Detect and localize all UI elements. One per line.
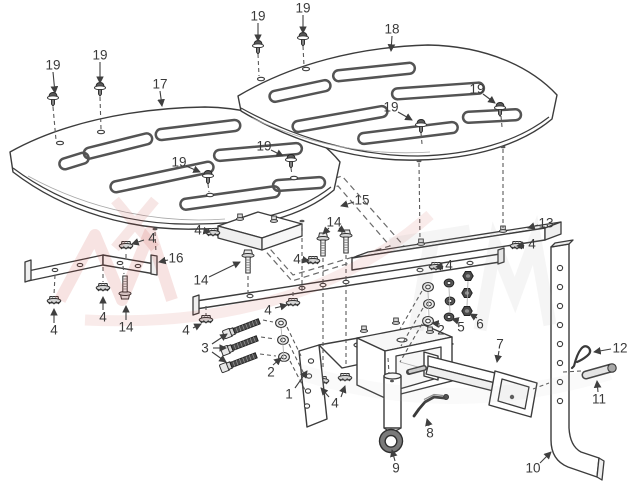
callout-label-part-4: 4 — [293, 252, 301, 267]
callout-leader — [211, 351, 227, 363]
callout-label-part-12: 12 — [612, 341, 627, 356]
callout-label-part-19: 19 — [250, 9, 265, 24]
callout-label-part-8: 8 — [426, 426, 434, 441]
assembly-dashed-lines — [52, 45, 582, 391]
hex-bolts-3 — [218, 316, 262, 374]
callout-label-part-5: 5 — [457, 320, 465, 335]
hitch-bar-10 — [550, 239, 605, 481]
callout-label-part-4: 4 — [445, 258, 453, 273]
callout-leader — [593, 380, 602, 393]
lock-washers-5 — [443, 278, 456, 322]
callout-label-part-11: 11 — [592, 392, 606, 407]
hex-nuts-6 — [461, 271, 474, 316]
callout-label-part-16: 16 — [168, 251, 183, 266]
bent-pin-clip-8 — [412, 393, 449, 418]
callout-leader — [157, 90, 165, 107]
callout-leader — [185, 165, 201, 173]
callout-leader — [340, 200, 355, 208]
callout-label-part-4: 4 — [148, 231, 156, 246]
callout-label-part-6: 6 — [476, 317, 484, 332]
callout-leader — [593, 347, 612, 355]
l-bracket-16 — [24, 254, 158, 283]
flat-washers-2 — [275, 281, 435, 363]
callout-leader — [294, 370, 308, 389]
callout-leader — [397, 111, 413, 121]
callout-label-part-4: 4 — [264, 303, 272, 318]
callout-leader — [539, 451, 552, 464]
callout-label-part-4: 4 — [50, 323, 58, 338]
callout-leader — [482, 93, 496, 104]
callout-label-part-10: 10 — [525, 461, 540, 476]
callout-label-part-4: 4 — [99, 310, 107, 325]
callout-leader — [425, 418, 433, 427]
hitch-pin-9 — [378, 372, 404, 454]
skid-plate-18 — [237, 44, 558, 163]
callout-leader — [494, 350, 502, 363]
callout-leader — [158, 256, 169, 265]
callout-leader — [322, 226, 331, 235]
callout-label-part-4: 4 — [182, 323, 190, 338]
callout-leader — [451, 317, 460, 325]
callout-label-part-4: 4 — [331, 396, 339, 411]
callout-label-part-19: 19 — [256, 139, 271, 154]
hairpin-clip-12 — [570, 345, 592, 370]
callout-label-part-14: 14 — [326, 215, 342, 230]
support-bracket — [217, 211, 303, 251]
callout-label-part-19: 19 — [383, 100, 398, 115]
callout-leader — [202, 226, 211, 235]
callout-leader — [131, 238, 145, 246]
callout-leader — [339, 385, 347, 398]
callout-leader — [208, 261, 241, 278]
callout-leader — [211, 333, 228, 345]
callout-label-part-14: 14 — [118, 320, 134, 335]
callout-label-part-14: 14 — [193, 273, 209, 288]
callout-leader — [387, 35, 396, 52]
callout-label-part-1: 1 — [285, 387, 293, 402]
callout-label-part-17: 17 — [152, 77, 167, 92]
callout-leader — [270, 149, 284, 157]
callout-label-part-2: 2 — [267, 365, 275, 380]
callout-label-part-19: 19 — [45, 58, 60, 73]
callout-leader — [431, 320, 441, 328]
callout-label-part-2: 2 — [437, 323, 445, 338]
callout-leader — [337, 225, 346, 233]
callout-leader — [516, 241, 525, 249]
skid-plate-17 — [9, 106, 341, 231]
callout-label-part-9: 9 — [392, 461, 400, 476]
callout-label-part-19: 19 — [92, 48, 107, 63]
callout-leader — [50, 71, 59, 94]
callout-label-part-19: 19 — [171, 155, 186, 170]
callout-label-part-19: 19 — [295, 1, 310, 16]
watermark — [54, 196, 613, 404]
callout-leader — [469, 313, 478, 321]
callout-label-part-4: 4 — [194, 223, 202, 238]
callout-leader — [301, 255, 310, 264]
callout-leader — [527, 222, 539, 230]
callout-leader — [320, 387, 330, 398]
callout-leader — [272, 357, 282, 366]
clevis-pin-11 — [581, 363, 617, 380]
callout-leader — [274, 302, 288, 311]
support-bar-13 — [351, 221, 562, 271]
callout-label-part-19: 19 — [469, 82, 484, 97]
mounting-strip — [192, 247, 505, 316]
callout-label-part-18: 18 — [384, 22, 399, 37]
callout-leader — [192, 323, 202, 331]
callout-label-part-4: 4 — [528, 237, 536, 252]
callout-leader — [390, 449, 398, 462]
drawbar-7 — [406, 351, 538, 418]
callout-label-part-3: 3 — [201, 341, 209, 356]
callout-label-part-7: 7 — [496, 337, 504, 352]
callout-label-part-13: 13 — [538, 216, 553, 231]
callout-leader — [435, 262, 444, 270]
callout-label-part-15: 15 — [354, 193, 369, 208]
